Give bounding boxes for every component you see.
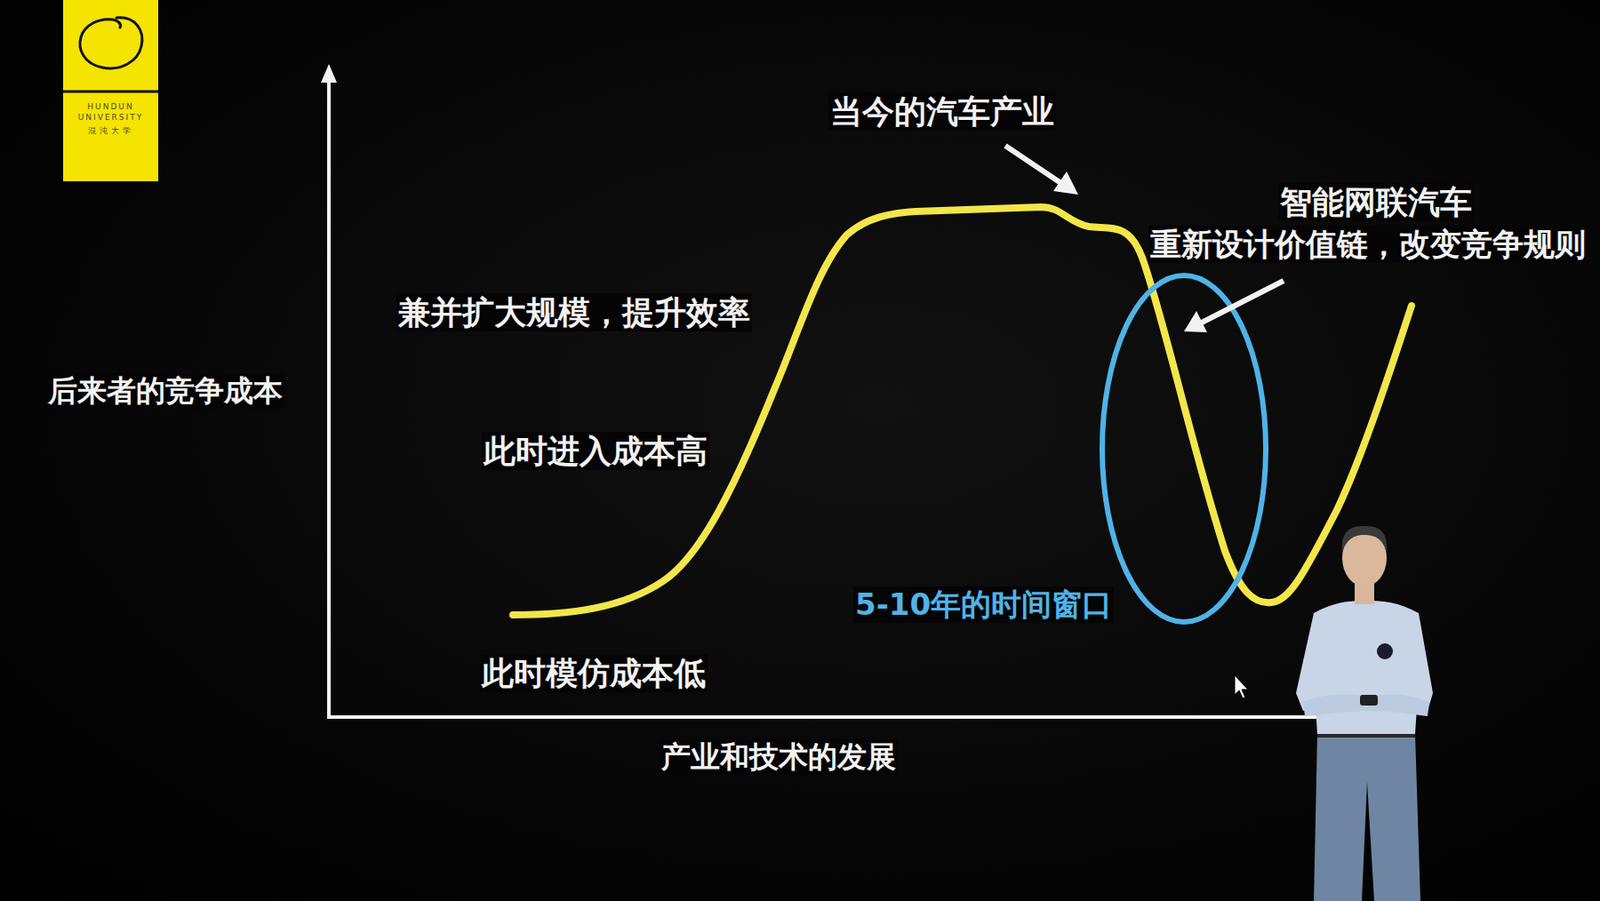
y-axis [327, 78, 331, 718]
logo-box: HUNDUN UNIVERSITY 混沌大学 [63, 0, 159, 182]
leader-arrow [1200, 280, 1284, 324]
callout-text: 重新设计价值链，改变竞争规则 [1148, 225, 1588, 264]
presenter-figure [1296, 526, 1433, 901]
industry-curve [512, 207, 1412, 616]
annotation-text: 此时模仿成本低 [480, 654, 708, 693]
annotation-text: 此时进入成本高 [481, 432, 710, 471]
callout-text: 智能网联汽车 [1278, 183, 1474, 222]
logo-text: HUNDUN UNIVERSITY [66, 101, 155, 123]
window-label: 5-10年的时间窗口 [853, 586, 1114, 624]
window-ellipse [1102, 275, 1266, 623]
mouse-cursor [1234, 675, 1248, 699]
leader-arrow [1005, 145, 1065, 186]
x-axis [327, 715, 1327, 720]
y-axis-arrowhead [320, 64, 337, 83]
callout-text: 当今的汽车产业 [828, 92, 1056, 131]
annotation-text: 兼并扩大规模，提升效率 [396, 293, 752, 332]
leader-arrowhead [1184, 311, 1208, 333]
leader-arrowhead [1053, 171, 1079, 195]
logo-text: 混沌大学 [66, 125, 155, 136]
axis-label: 后来者的竞争成本 [46, 373, 285, 409]
axis-label: 产业和技术的发展 [659, 739, 898, 776]
